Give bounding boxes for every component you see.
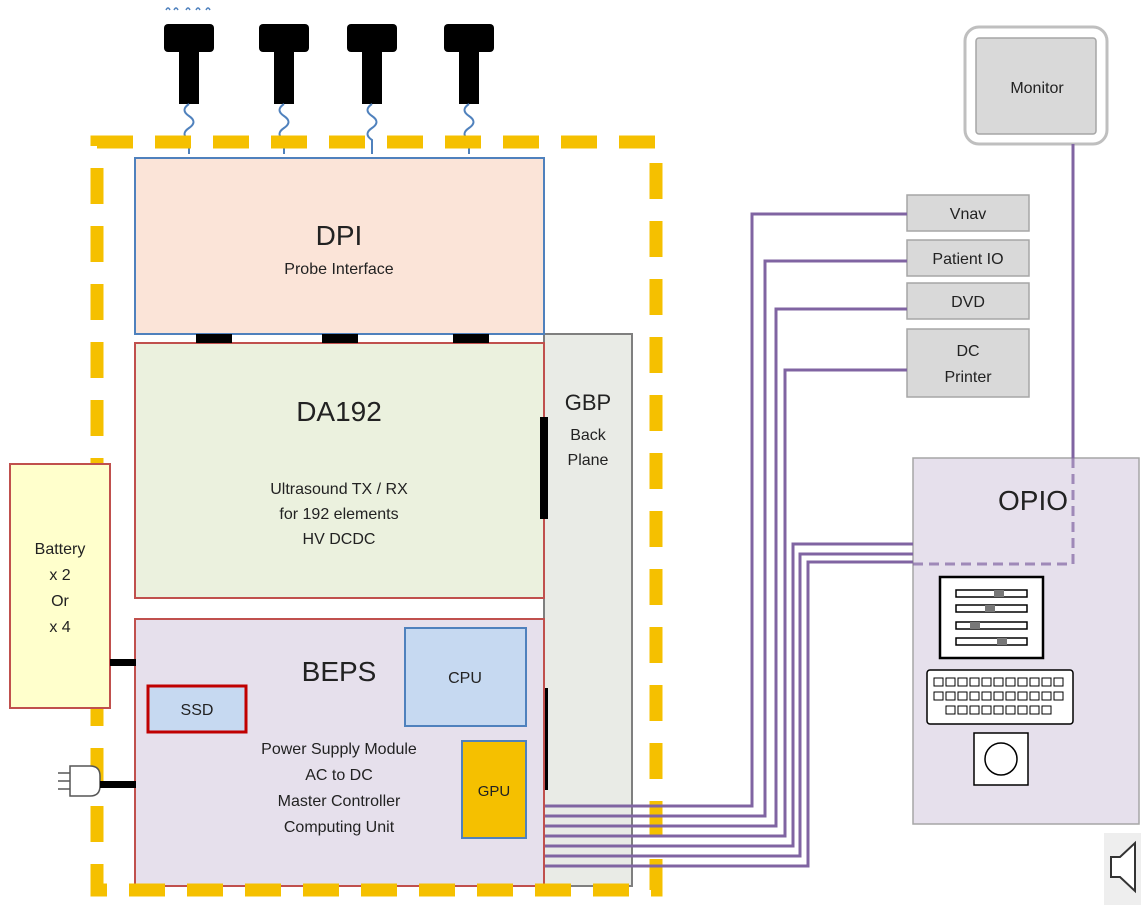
keyboard-key <box>945 705 956 715</box>
keyboard-key <box>1017 691 1028 701</box>
dvd-label: DVD <box>951 294 985 311</box>
vnav-label: Vnav <box>950 206 986 223</box>
beps-block: BEPS Power Supply Module AC to DC Master… <box>134 618 545 887</box>
gpu-label: GPU <box>478 783 511 800</box>
keyboard-key <box>1053 677 1064 687</box>
battery-line4: x 4 <box>49 619 70 636</box>
gbp-backplane-block: GBP Back Plane <box>543 333 633 887</box>
keyboard-key <box>1041 677 1052 687</box>
dc-printer-line1: DC <box>956 343 979 360</box>
vnav-cable <box>545 212 907 808</box>
probe-connector-icon <box>444 24 494 154</box>
keyboard-key <box>1053 691 1064 701</box>
beps-line3: Master Controller <box>278 793 401 810</box>
keyboard-key <box>1029 705 1040 715</box>
beps-line4: Computing Unit <box>284 819 395 836</box>
vnav-block: Vnav <box>906 194 1030 232</box>
keyboard-key <box>957 677 968 687</box>
keyboard-key <box>1005 691 1016 701</box>
dpi-block: DPI Probe Interface <box>134 157 545 335</box>
trackball-icon <box>973 732 1029 786</box>
keyboard-key <box>1029 691 1040 701</box>
keyboard-key <box>933 691 944 701</box>
battery-line2: x 2 <box>49 567 70 584</box>
keyboard-key <box>993 691 1004 701</box>
keyboard-key <box>957 691 968 701</box>
keyboard-key <box>969 677 980 687</box>
cpu-label: CPU <box>448 670 482 687</box>
keyboard-key <box>945 691 956 701</box>
da192-block: DA192 Ultrasound TX / RX for 192 element… <box>134 342 545 599</box>
monitor-label: Monitor <box>1010 80 1064 97</box>
opio-title: OPIO <box>998 485 1068 516</box>
beps-title: BEPS <box>302 656 377 687</box>
ac-plug-icon <box>58 765 136 797</box>
probe-connector-icon <box>164 7 214 154</box>
keyboard-key <box>981 691 992 701</box>
keyboard-key <box>945 677 956 687</box>
keyboard-key <box>969 705 980 715</box>
beps-line1: Power Supply Module <box>261 741 417 758</box>
da192-title: DA192 <box>296 396 382 427</box>
patient-io-block: Patient IO <box>906 239 1030 277</box>
keyboard-key <box>1017 677 1028 687</box>
keyboard-key <box>1005 677 1016 687</box>
keyboard-key <box>1041 691 1052 701</box>
cpu-block: CPU <box>404 627 527 727</box>
gbp-line2: Plane <box>568 452 609 469</box>
da192-line2: for 192 elements <box>279 506 398 523</box>
opio-cable-2 <box>545 552 913 858</box>
dpi-subtitle: Probe Interface <box>284 261 394 278</box>
ssd-block: SSD <box>146 684 248 734</box>
gpu-block: GPU <box>461 740 527 839</box>
dc-printer-block: DC Printer <box>906 328 1030 398</box>
beps-line2: AC to DC <box>305 767 373 784</box>
speaker-icon <box>1104 833 1141 905</box>
keyboard-key <box>993 705 1004 715</box>
keyboard-key <box>1017 705 1028 715</box>
dpi-title: DPI <box>316 220 363 251</box>
ssd-label: SSD <box>181 702 214 719</box>
monitor-block: Monitor <box>963 25 1109 146</box>
keyboard-key <box>993 677 1004 687</box>
keyboard-icon <box>926 669 1074 725</box>
gbp-line1: Back <box>570 427 607 444</box>
da192-line3: HV DCDC <box>303 531 376 548</box>
probe-connectors <box>164 7 494 154</box>
patient-io-label: Patient IO <box>932 251 1003 268</box>
keyboard-key <box>1029 677 1040 687</box>
cables <box>545 144 1075 868</box>
keyboard-key <box>933 677 944 687</box>
probe-connector-icon <box>259 24 309 154</box>
opio-cable-1 <box>545 542 913 848</box>
keyboard-key <box>1005 705 1016 715</box>
keyboard-key <box>981 705 992 715</box>
gbp-title: GBP <box>565 390 611 415</box>
da192-line1: Ultrasound TX / RX <box>270 481 408 498</box>
opio-cable-3 <box>545 560 913 868</box>
dc-printer-line2: Printer <box>944 369 992 386</box>
battery-line3: Or <box>51 593 69 610</box>
slider-panel-icon <box>938 575 1045 660</box>
keyboard-key <box>981 677 992 687</box>
keyboard-key <box>957 705 968 715</box>
dc-printer-cable <box>545 368 907 838</box>
keyboard-key <box>969 691 980 701</box>
dvd-cable <box>545 307 907 828</box>
keyboard-key <box>1041 705 1052 715</box>
probe-connector-icon <box>347 24 397 154</box>
battery-line1: Battery <box>35 541 86 558</box>
battery-block: Battery x 2 Or x 4 <box>9 463 136 709</box>
patient-io-cable <box>545 259 907 818</box>
dvd-block: DVD <box>906 282 1030 320</box>
